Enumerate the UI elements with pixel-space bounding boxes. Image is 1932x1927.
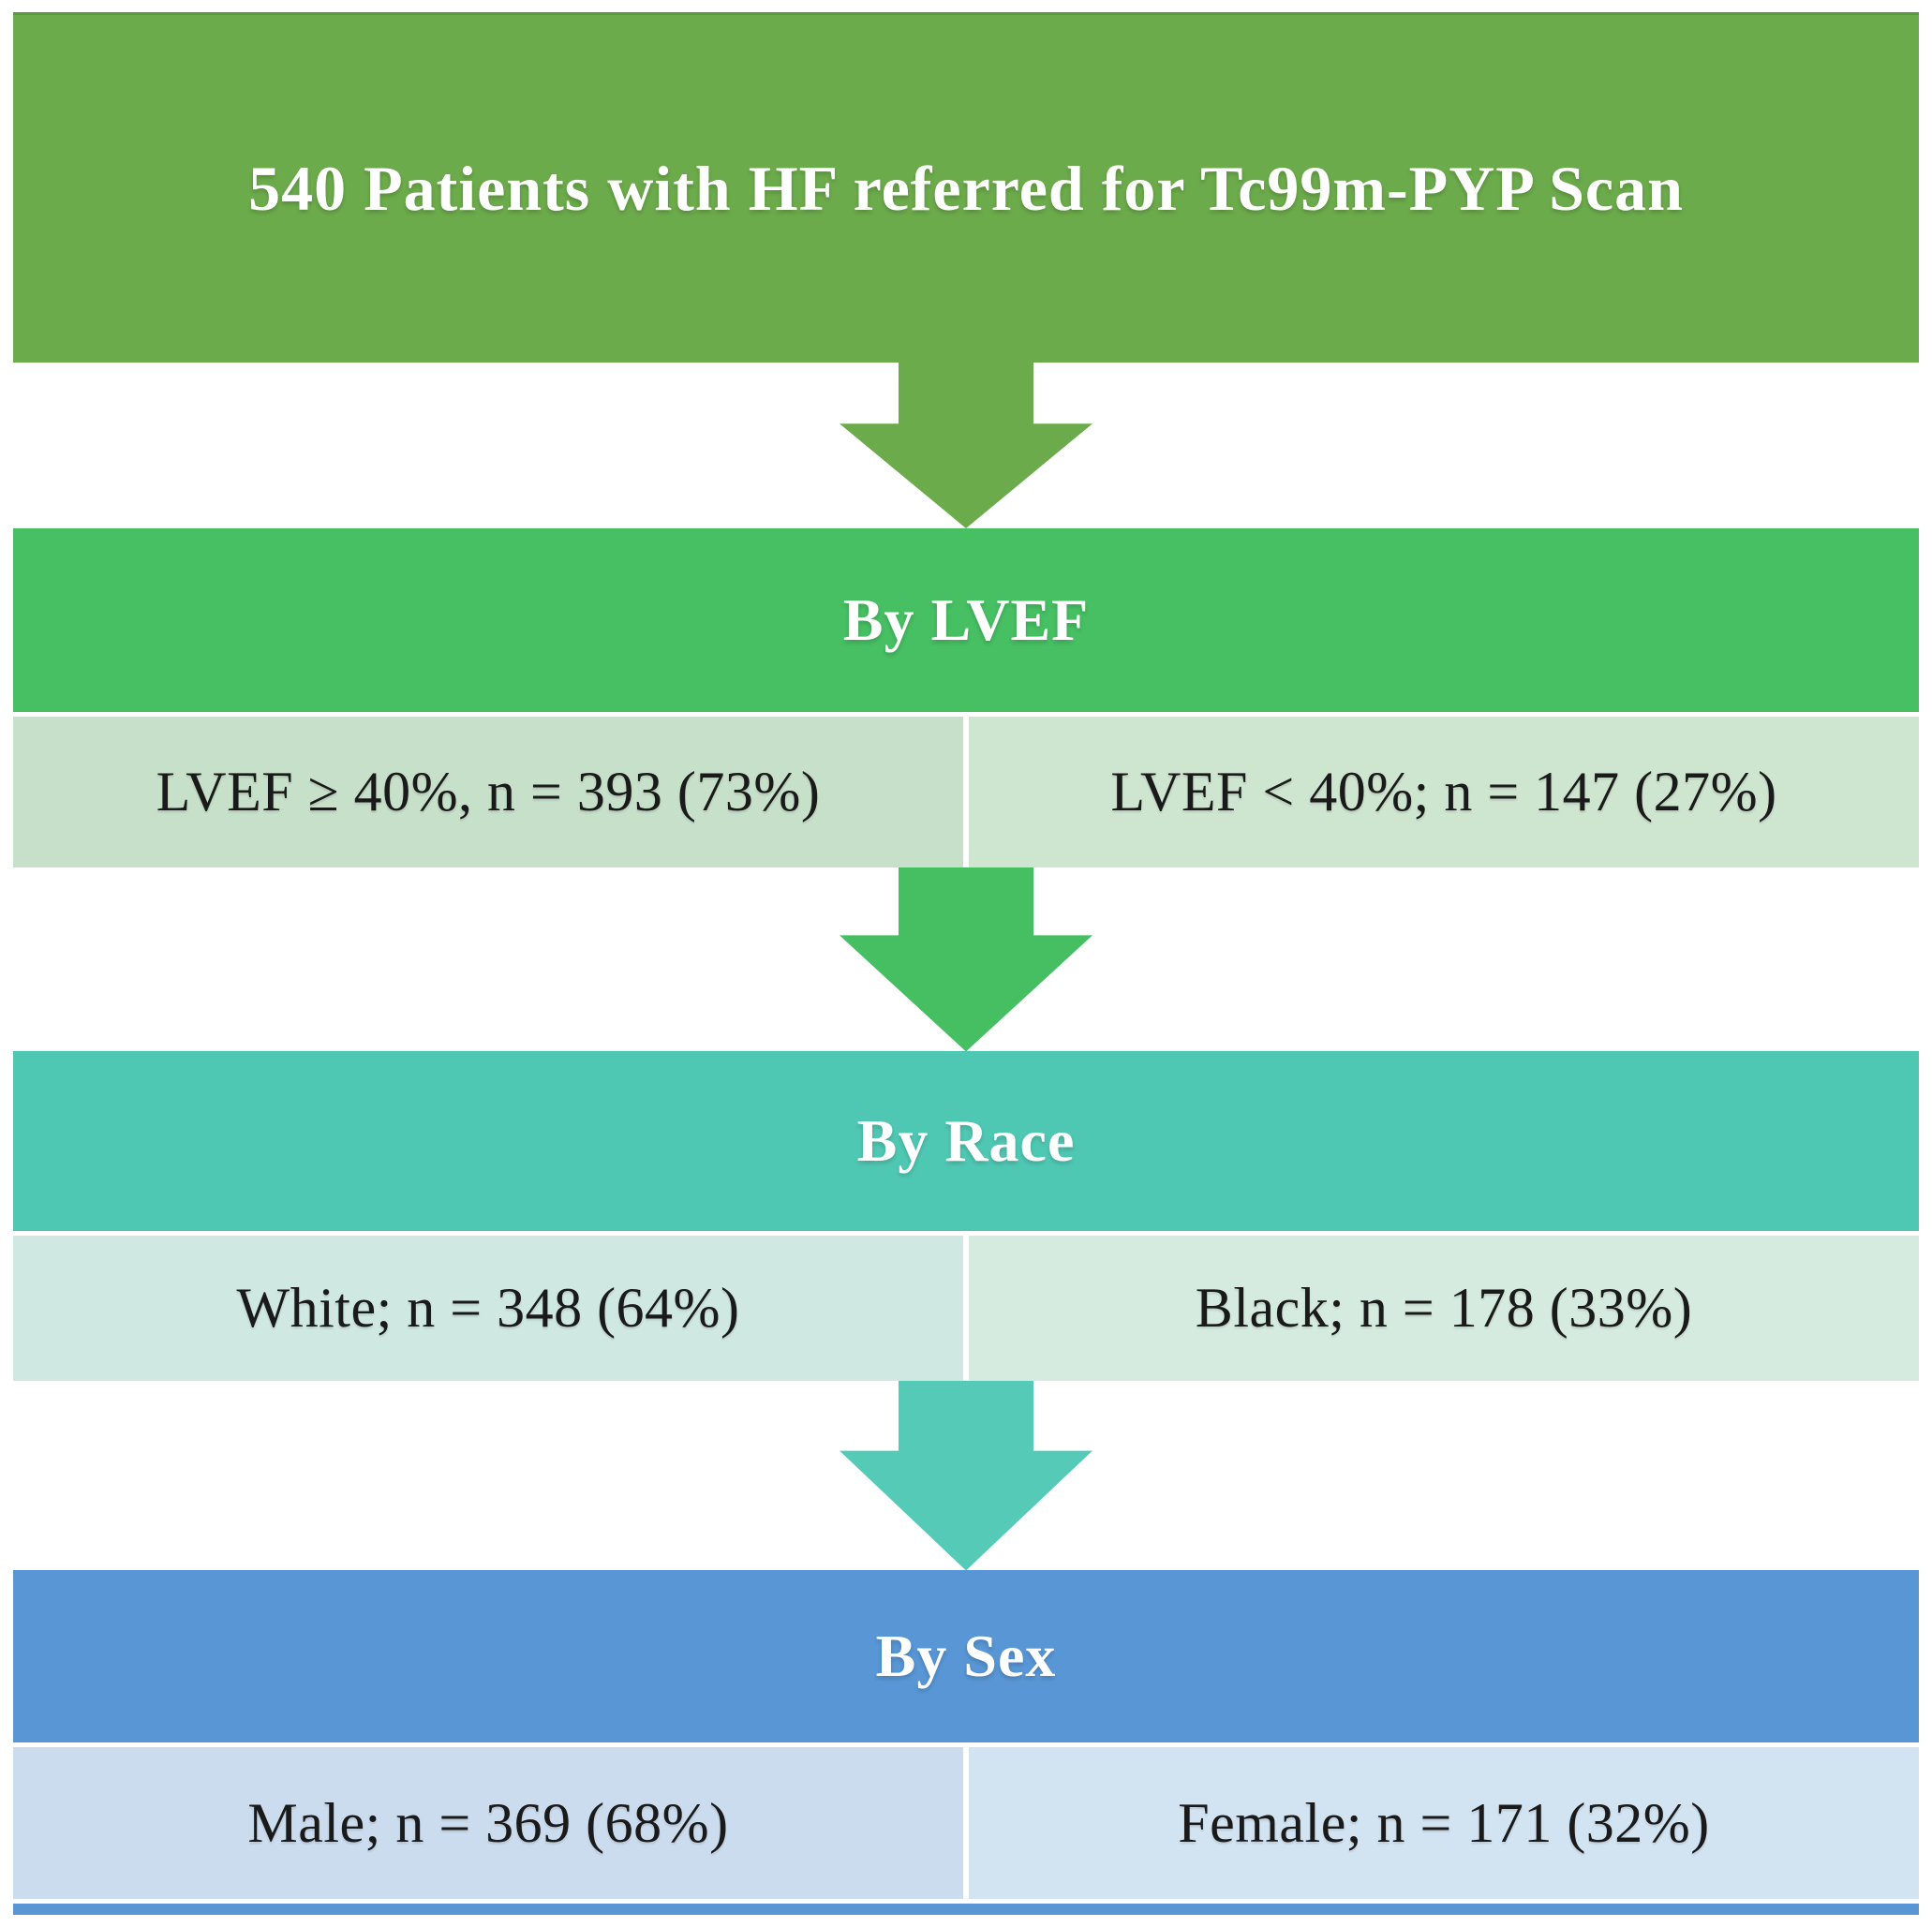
section-cells-lvef: LVEF ≥ 40%, n = 393 (73%) LVEF < 40%; n … [13,712,1919,868]
down-arrow-icon [13,867,1919,1052]
section-header-lvef: By LVEF [13,528,1919,713]
sex-cell-right: Female; n = 171 (32%) [969,1747,1919,1900]
figure-title: 540 Patients with HF referred for Tc99m-… [248,153,1684,224]
section-header-race: By Race [13,1051,1919,1231]
section-header-sex: By Sex [13,1569,1919,1743]
lvef-cell-left: LVEF ≥ 40%, n = 393 (73%) [13,717,963,868]
sex-cell-left-label: Male; n = 369 (68%) [247,1791,729,1854]
title-box: 540 Patients with HF referred for Tc99m-… [13,12,1919,363]
down-arrow-icon [13,363,1919,528]
section-cells-race: White; n = 348 (64%) Black; n = 178 (33%… [13,1231,1919,1381]
race-cell-left-label: White; n = 348 (64%) [236,1276,740,1339]
race-cell-right: Black; n = 178 (33%) [969,1235,1919,1381]
sex-cell-right-label: Female; n = 171 (32%) [1178,1791,1710,1854]
section-header-lvef-label: By LVEF [842,586,1090,654]
lvef-cell-right: LVEF < 40%; n = 147 (27%) [969,717,1919,868]
section-header-race-label: By Race [856,1107,1076,1175]
race-cell-left: White; n = 348 (64%) [13,1235,963,1381]
lvef-cell-left-label: LVEF ≥ 40%, n = 393 (73%) [156,761,821,823]
section-header-sex-label: By Sex [875,1623,1057,1690]
section-cells-sex: Male; n = 369 (68%) Female; n = 171 (32%… [13,1742,1919,1900]
race-cell-right-label: Black; n = 178 (33%) [1195,1276,1693,1339]
sex-cell-left: Male; n = 369 (68%) [13,1747,963,1900]
bottom-border-strip [13,1904,1919,1915]
down-arrow-icon [13,1380,1919,1570]
lvef-cell-right-label: LVEF < 40%; n = 147 (27%) [1110,761,1777,823]
